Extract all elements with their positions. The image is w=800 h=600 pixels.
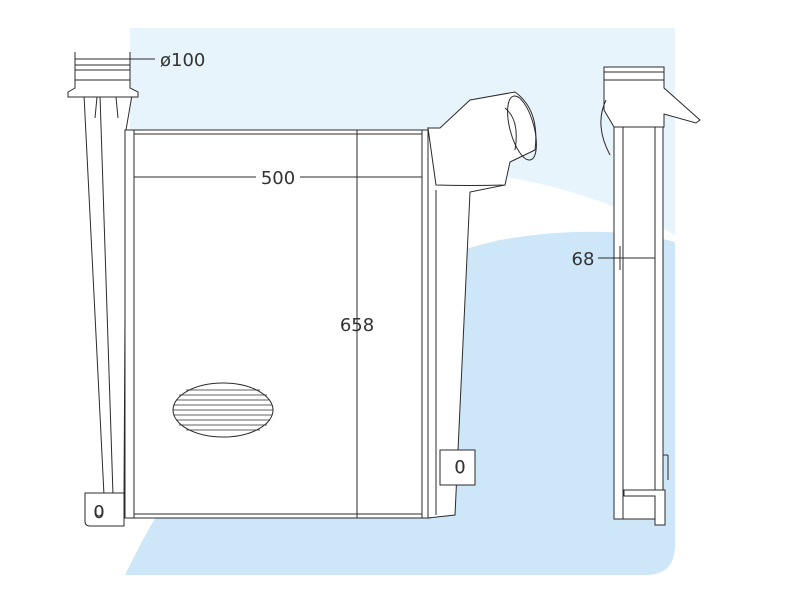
side-view-body <box>613 126 664 520</box>
front-view <box>67 64 537 527</box>
fin-pattern <box>172 382 274 438</box>
left-inlet-pipe <box>67 64 139 98</box>
dim-pipe-diameter: ø100 <box>160 50 205 71</box>
dim-height: 658 <box>340 315 374 336</box>
dimension-lines <box>74 52 656 270</box>
left-bracket-label: 0 <box>93 502 104 523</box>
right-bracket-label: 0 <box>454 457 465 478</box>
side-view-bracket <box>623 489 666 526</box>
dim-width: 500 <box>261 168 295 189</box>
dim-depth: 68 <box>572 249 595 270</box>
core <box>124 129 431 519</box>
side-view-inlet-pipe <box>603 66 701 128</box>
right-outlet-pipe <box>427 91 537 186</box>
left-mounting-bracket <box>84 492 125 527</box>
side-view <box>600 66 701 526</box>
